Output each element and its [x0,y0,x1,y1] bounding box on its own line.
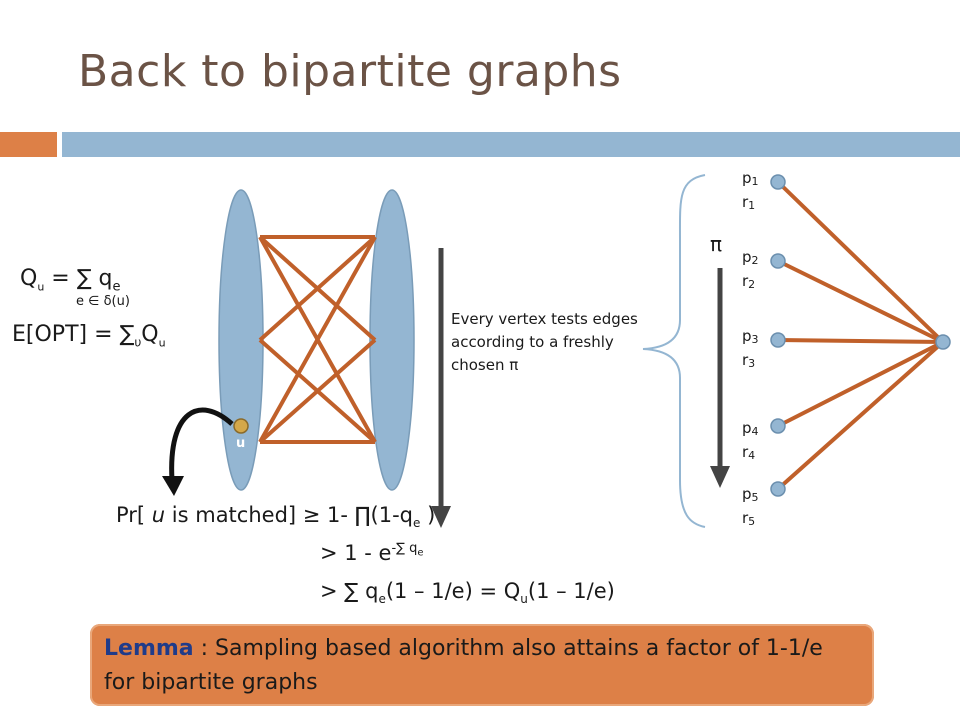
inequality-line-1: Pr[ u is matched] ≥ 1- ∏(1-qe ) [116,503,436,531]
title-accent-blue [62,132,960,157]
qu-subscript: u [37,280,45,294]
eopt-q: Q [141,322,159,347]
bipartite-edges [258,235,377,444]
qu-sum-range: e ∈ δ(u) [76,294,130,309]
brace [642,174,706,528]
eopt-sum-sub: υ [134,335,142,350]
qu-formula: Qu = ∑ qe [20,266,121,294]
inequality-line-2: > 1 - e-∑ qe [320,541,424,565]
page-title: Back to bipartite graphs [78,46,622,97]
lemma-text: : Sampling based algorithm also attains … [104,636,823,695]
pi-down-arrow-head [710,466,730,488]
middle-down-arrow-head [431,506,451,528]
eopt-q-sub: u [158,336,166,350]
eopt-formula: E[OPT] = ∑υQu [12,322,166,349]
vertex-u [233,418,249,434]
star-vertices [770,174,951,497]
qu-e-subscript: e [112,279,121,295]
star-edges [776,180,945,491]
vertex-u-label: u [236,436,246,451]
lemma-box: Lemma : Sampling based algorithm also at… [90,624,874,706]
pi-label: π [710,232,723,256]
curved-arrow [169,407,234,481]
qu-symbol: Q [20,266,38,291]
sampling-note: Every vertex tests edges according to a … [451,310,638,374]
qu-sum: = ∑ q [44,266,113,291]
curved-arrow-head [162,476,184,496]
inequality-line-3: > ∑ qe(1 – 1/e) = Qu(1 – 1/e) [320,579,615,607]
right-partition [369,189,415,491]
lemma-label: Lemma [104,636,194,661]
eopt-text: E[OPT] = ∑ [12,322,135,347]
title-accent-orange [0,132,57,157]
